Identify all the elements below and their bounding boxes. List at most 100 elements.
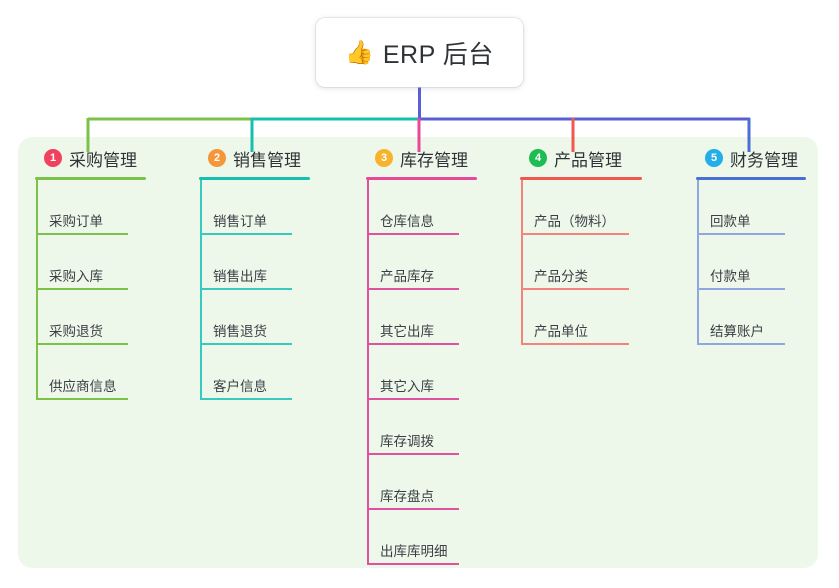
branch-trunk-line bbox=[697, 180, 699, 345]
branch-item-rule bbox=[367, 343, 459, 345]
branch-item[interactable]: 产品分类 bbox=[520, 235, 642, 290]
branch-title: 财务管理 bbox=[730, 150, 798, 170]
branch-item-label: 销售订单 bbox=[213, 214, 267, 229]
branch-item-label: 回款单 bbox=[710, 214, 751, 229]
branch-number-badge: 1 bbox=[44, 149, 62, 167]
branch-trunk-line bbox=[521, 180, 523, 345]
branch-item-list: 仓库信息产品库存其它出库其它入库库存调拨库存盘点出库库明细 bbox=[366, 180, 477, 565]
branch-item[interactable]: 销售退货 bbox=[199, 290, 310, 345]
branch-header-5[interactable]: 5 财务管理 bbox=[696, 145, 806, 171]
branch-header-rule bbox=[199, 177, 310, 180]
branch-item-label: 供应商信息 bbox=[49, 379, 117, 394]
branch-title: 销售管理 bbox=[233, 150, 301, 170]
branch-item-label: 销售退货 bbox=[213, 324, 267, 339]
branch-header-rule bbox=[35, 177, 146, 180]
branch-item-list: 采购订单采购入库采购退货供应商信息 bbox=[35, 180, 146, 400]
branch-trunk-line bbox=[367, 180, 369, 565]
branch-item[interactable]: 库存盘点 bbox=[366, 455, 477, 510]
branch-item-label: 采购退货 bbox=[49, 324, 103, 339]
branch-item-rule bbox=[36, 233, 128, 235]
branch-item-label: 仓库信息 bbox=[380, 214, 434, 229]
branch-item[interactable]: 采购订单 bbox=[35, 180, 146, 235]
branch-item-rule bbox=[521, 343, 629, 345]
branch-item-label: 客户信息 bbox=[213, 379, 267, 394]
branch-item-label: 产品单位 bbox=[534, 324, 588, 339]
branch-item-label: 付款单 bbox=[710, 269, 751, 284]
branch-item-label: 产品库存 bbox=[380, 269, 434, 284]
branch-header-4[interactable]: 4 产品管理 bbox=[520, 145, 642, 171]
branch-item-rule bbox=[36, 288, 128, 290]
branch-item[interactable]: 其它出库 bbox=[366, 290, 477, 345]
branch-item[interactable]: 回款单 bbox=[696, 180, 806, 235]
branch-item[interactable]: 销售订单 bbox=[199, 180, 310, 235]
branch-item-rule bbox=[367, 398, 459, 400]
branch-item[interactable]: 付款单 bbox=[696, 235, 806, 290]
branch-item[interactable]: 结算账户 bbox=[696, 290, 806, 345]
branch-header-3[interactable]: 3 库存管理 bbox=[366, 145, 477, 171]
branch-item[interactable]: 仓库信息 bbox=[366, 180, 477, 235]
branch-item-label: 库存盘点 bbox=[380, 489, 434, 504]
branch-item-label: 出库库明细 bbox=[380, 544, 448, 559]
root-node-title: ERP 后台 bbox=[382, 40, 494, 69]
branch-item-rule bbox=[697, 343, 785, 345]
branch-item-rule bbox=[697, 233, 785, 235]
branch-item-rule bbox=[200, 398, 292, 400]
branch-item[interactable]: 产品库存 bbox=[366, 235, 477, 290]
branch-item-rule bbox=[200, 233, 292, 235]
branch-item-rule bbox=[200, 288, 292, 290]
branch-item-label: 库存调拨 bbox=[380, 434, 434, 449]
root-node[interactable]: 👍 ERP 后台 bbox=[316, 18, 523, 87]
branch-title: 产品管理 bbox=[554, 150, 622, 170]
branch-title: 采购管理 bbox=[69, 150, 137, 170]
branch-header-rule bbox=[366, 177, 477, 180]
branch-number-badge: 2 bbox=[208, 149, 226, 167]
branch-item-label: 其它入库 bbox=[380, 379, 434, 394]
branch-item[interactable]: 出库库明细 bbox=[366, 510, 477, 565]
branch-header-1[interactable]: 1 采购管理 bbox=[35, 145, 146, 171]
diagram-panel-background bbox=[18, 137, 818, 568]
branch-column-4: 4 产品管理产品（物料） 产品分类产品单位 bbox=[520, 145, 642, 345]
branch-item[interactable]: 产品（物料） bbox=[520, 180, 642, 235]
branch-item[interactable]: 产品单位 bbox=[520, 290, 642, 345]
branch-item-list: 销售订单销售出库销售退货客户信息 bbox=[199, 180, 310, 400]
branch-item-label: 采购订单 bbox=[49, 214, 103, 229]
branch-item-label: 采购入库 bbox=[49, 269, 103, 284]
branch-item-rule bbox=[367, 453, 459, 455]
branch-item[interactable]: 客户信息 bbox=[199, 345, 310, 400]
branch-item-rule bbox=[36, 398, 128, 400]
branch-column-5: 5 财务管理回款单付款单结算账户 bbox=[696, 145, 806, 345]
branch-item-label: 销售出库 bbox=[213, 269, 267, 284]
branch-number-badge: 3 bbox=[375, 149, 393, 167]
branch-number-badge: 4 bbox=[529, 149, 547, 167]
branch-item-rule bbox=[367, 508, 459, 510]
branch-item-rule bbox=[521, 288, 629, 290]
branch-item-label: 产品（物料） bbox=[534, 214, 615, 229]
branch-item-list: 回款单付款单结算账户 bbox=[696, 180, 806, 345]
branch-item[interactable]: 其它入库 bbox=[366, 345, 477, 400]
branch-item[interactable]: 采购入库 bbox=[35, 235, 146, 290]
branch-item-list: 产品（物料） 产品分类产品单位 bbox=[520, 180, 642, 345]
branch-column-1: 1 采购管理采购订单采购入库采购退货供应商信息 bbox=[35, 145, 146, 400]
branch-item-rule bbox=[367, 563, 459, 565]
branch-column-3: 3 库存管理仓库信息产品库存其它出库其它入库库存调拨库存盘点出库库明细 bbox=[366, 145, 477, 565]
branch-header-rule bbox=[520, 177, 642, 180]
branch-item-rule bbox=[697, 288, 785, 290]
branch-item-rule bbox=[367, 233, 459, 235]
branch-trunk-line bbox=[36, 180, 38, 400]
branch-trunk-line bbox=[200, 180, 202, 400]
branch-item[interactable]: 销售出库 bbox=[199, 235, 310, 290]
branch-item-rule bbox=[36, 343, 128, 345]
branch-title: 库存管理 bbox=[400, 150, 468, 170]
branch-number-badge: 5 bbox=[705, 149, 723, 167]
branch-column-2: 2 销售管理销售订单销售出库销售退货客户信息 bbox=[199, 145, 310, 400]
branch-item[interactable]: 采购退货 bbox=[35, 290, 146, 345]
branch-header-2[interactable]: 2 销售管理 bbox=[199, 145, 310, 171]
branch-header-rule bbox=[696, 177, 806, 180]
branch-item-label: 结算账户 bbox=[710, 324, 764, 339]
branch-item[interactable]: 供应商信息 bbox=[35, 345, 146, 400]
branch-item[interactable]: 库存调拨 bbox=[366, 400, 477, 455]
branch-item-label: 其它出库 bbox=[380, 324, 434, 339]
thumbs-up-icon: 👍 bbox=[345, 39, 374, 65]
